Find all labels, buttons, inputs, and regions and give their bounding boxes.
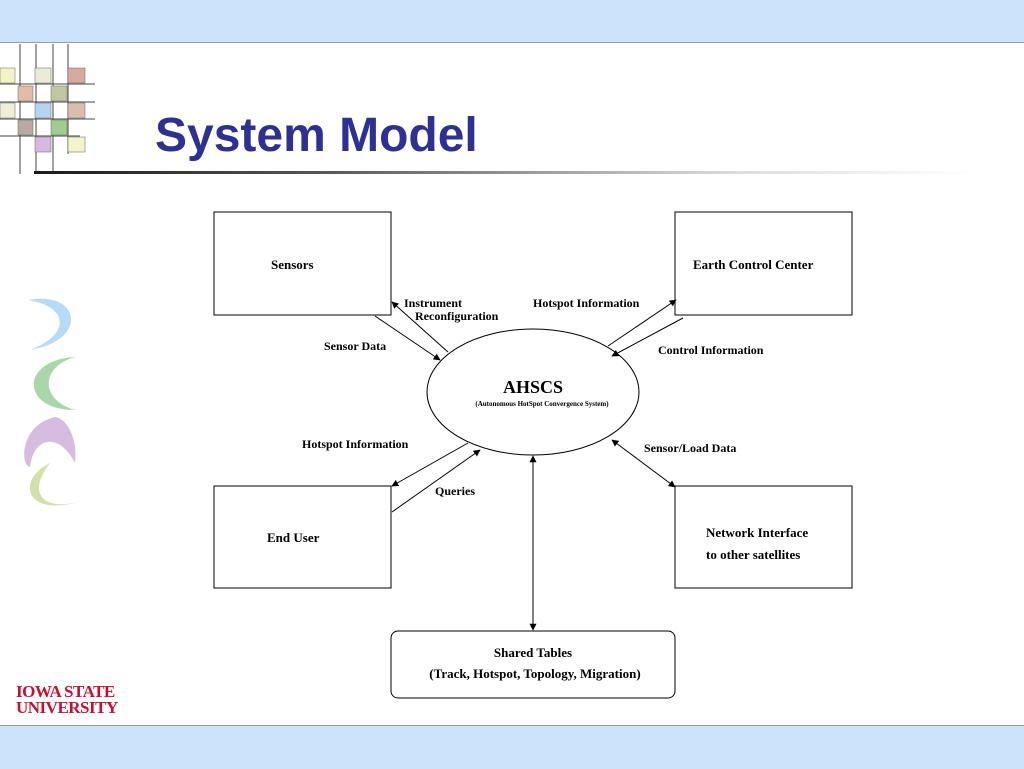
sensors-label: Sensors	[271, 257, 314, 272]
earth-control-center-label: Earth Control Center	[693, 257, 814, 272]
logo-line-2: University	[16, 698, 118, 717]
ahscs-subtitle: (Autonomous HotSpot Convergence System)	[475, 400, 609, 408]
top-band	[0, 0, 1024, 43]
arrow-sensors-to-ahscs	[374, 315, 441, 361]
network-interface-box	[674, 485, 853, 589]
slide-title: System Model	[155, 109, 478, 162]
sensors-box	[213, 211, 392, 316]
end-user-label: End User	[267, 530, 320, 545]
ahscs-ellipse	[426, 328, 640, 456]
shared-tables-label-2: (Track, Hotspot, Topology, Migration)	[429, 666, 640, 681]
arrow-ahscs-to-sensors	[391, 301, 449, 353]
queries-label: Queries	[435, 484, 475, 498]
arrow-ahscs-to-end-user	[391, 442, 469, 487]
logo-line-1: Iowa State	[16, 682, 115, 701]
instrument-label-2: Reconfiguration	[415, 309, 499, 323]
arrow-end-user-to-ahscs	[391, 449, 481, 513]
arrow-earth-to-ahscs	[611, 317, 684, 357]
decorative-crescents	[24, 298, 85, 506]
university-logo: Iowa State University	[16, 682, 118, 717]
control-information-label: Control Information	[658, 343, 764, 357]
instrument-label-1: Instrument	[404, 296, 462, 310]
end-user-box	[213, 485, 392, 589]
network-interface-label-1: Network Interface	[706, 525, 808, 540]
shared-tables-box	[390, 630, 676, 699]
crescent-purple-icon	[24, 417, 76, 467]
ahscs-title: AHSCS	[503, 377, 563, 397]
title-underline	[34, 171, 974, 174]
arrow-ahscs-network-bidirectional	[611, 439, 676, 488]
network-interface-label-2: to other satellites	[706, 547, 800, 562]
hotspot-info-top-label: Hotspot Information	[533, 296, 640, 310]
crescent-blue-icon	[28, 298, 72, 350]
decorative-square-grid	[0, 44, 95, 174]
crescent-green-icon	[33, 357, 75, 410]
hotspot-info-left-label: Hotspot Information	[302, 437, 409, 451]
shared-tables-label-1: Shared Tables	[494, 645, 572, 660]
arrow-ahscs-to-earth	[607, 299, 677, 347]
sensor-data-label: Sensor Data	[324, 339, 386, 353]
sensor-load-data-label: Sensor/Load Data	[644, 441, 736, 455]
earth-control-center-box	[674, 211, 853, 316]
bottom-band	[0, 725, 1024, 769]
